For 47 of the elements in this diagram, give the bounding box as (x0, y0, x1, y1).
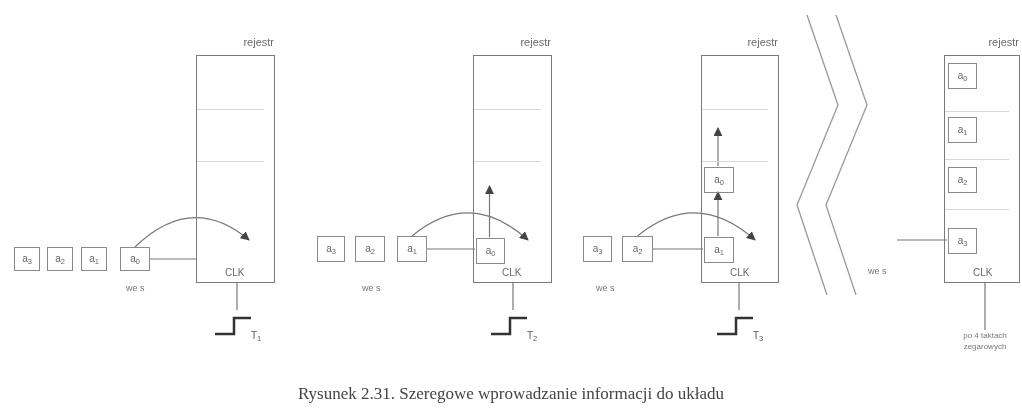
connector-line (512, 282, 514, 311)
connector-line (984, 282, 986, 331)
bit-box: a$_{2}$ (47, 247, 73, 271)
input-label: we s (126, 283, 145, 294)
clk-label: CLK (730, 267, 750, 279)
bit-box: a$_{1}$ (81, 247, 107, 271)
arrow (485, 185, 494, 238)
bit-box: a$_{3}$ (317, 236, 345, 262)
bit-box: a$_{3}$ (948, 228, 977, 254)
curved-arrow (636, 212, 756, 241)
register-label: rejestr (747, 36, 778, 49)
connector-line (896, 239, 948, 241)
connector-line (738, 282, 740, 311)
clock-label: T$_{2}$ (527, 330, 538, 342)
arrow (713, 191, 723, 237)
bit-box: a$_{3}$ (14, 247, 40, 271)
connector-line (149, 258, 197, 260)
note-text: po 4 taktach zegarowych (950, 330, 1020, 362)
curved-arrow (134, 217, 250, 248)
bit-box: a$_{0}$ (476, 238, 505, 264)
bit-box: a$_{1}$ (397, 236, 427, 262)
input-label: we s (868, 266, 887, 277)
register-label: rejestr (520, 36, 551, 49)
bit-box: a$_{1}$ (704, 237, 734, 263)
bit-box: a$_{3}$ (583, 236, 612, 262)
arrow (713, 127, 723, 167)
register-label: rejestr (243, 36, 274, 49)
connector-line (426, 248, 476, 250)
clk-label: CLK (973, 267, 993, 279)
clk-label: CLK (502, 267, 522, 279)
clk-label: CLK (225, 267, 245, 279)
curved-arrow (411, 212, 529, 241)
clock-label: T$_{1}$ (251, 330, 262, 342)
connector-line (652, 248, 704, 250)
bit-box: a$_{2}$ (948, 167, 977, 193)
bit-box: a$_{0}$ (948, 63, 977, 89)
bit-box: a$_{2}$ (622, 236, 653, 262)
bit-box: a$_{1}$ (948, 117, 977, 143)
input-label: we s (362, 283, 381, 294)
connector-line (236, 282, 238, 311)
bit-box: a$_{2}$ (355, 236, 385, 262)
clock-label: T$_{3}$ (753, 330, 764, 342)
register-label: rejestr (988, 36, 1019, 49)
bit-box: a$_{0}$ (704, 167, 734, 193)
bit-box: a$_{0}$ (120, 247, 150, 271)
figure-caption: Rysunek 2.31. Szeregowe wprowadzanie informacji do układu (296, 383, 726, 405)
input-label: we s (596, 283, 615, 294)
